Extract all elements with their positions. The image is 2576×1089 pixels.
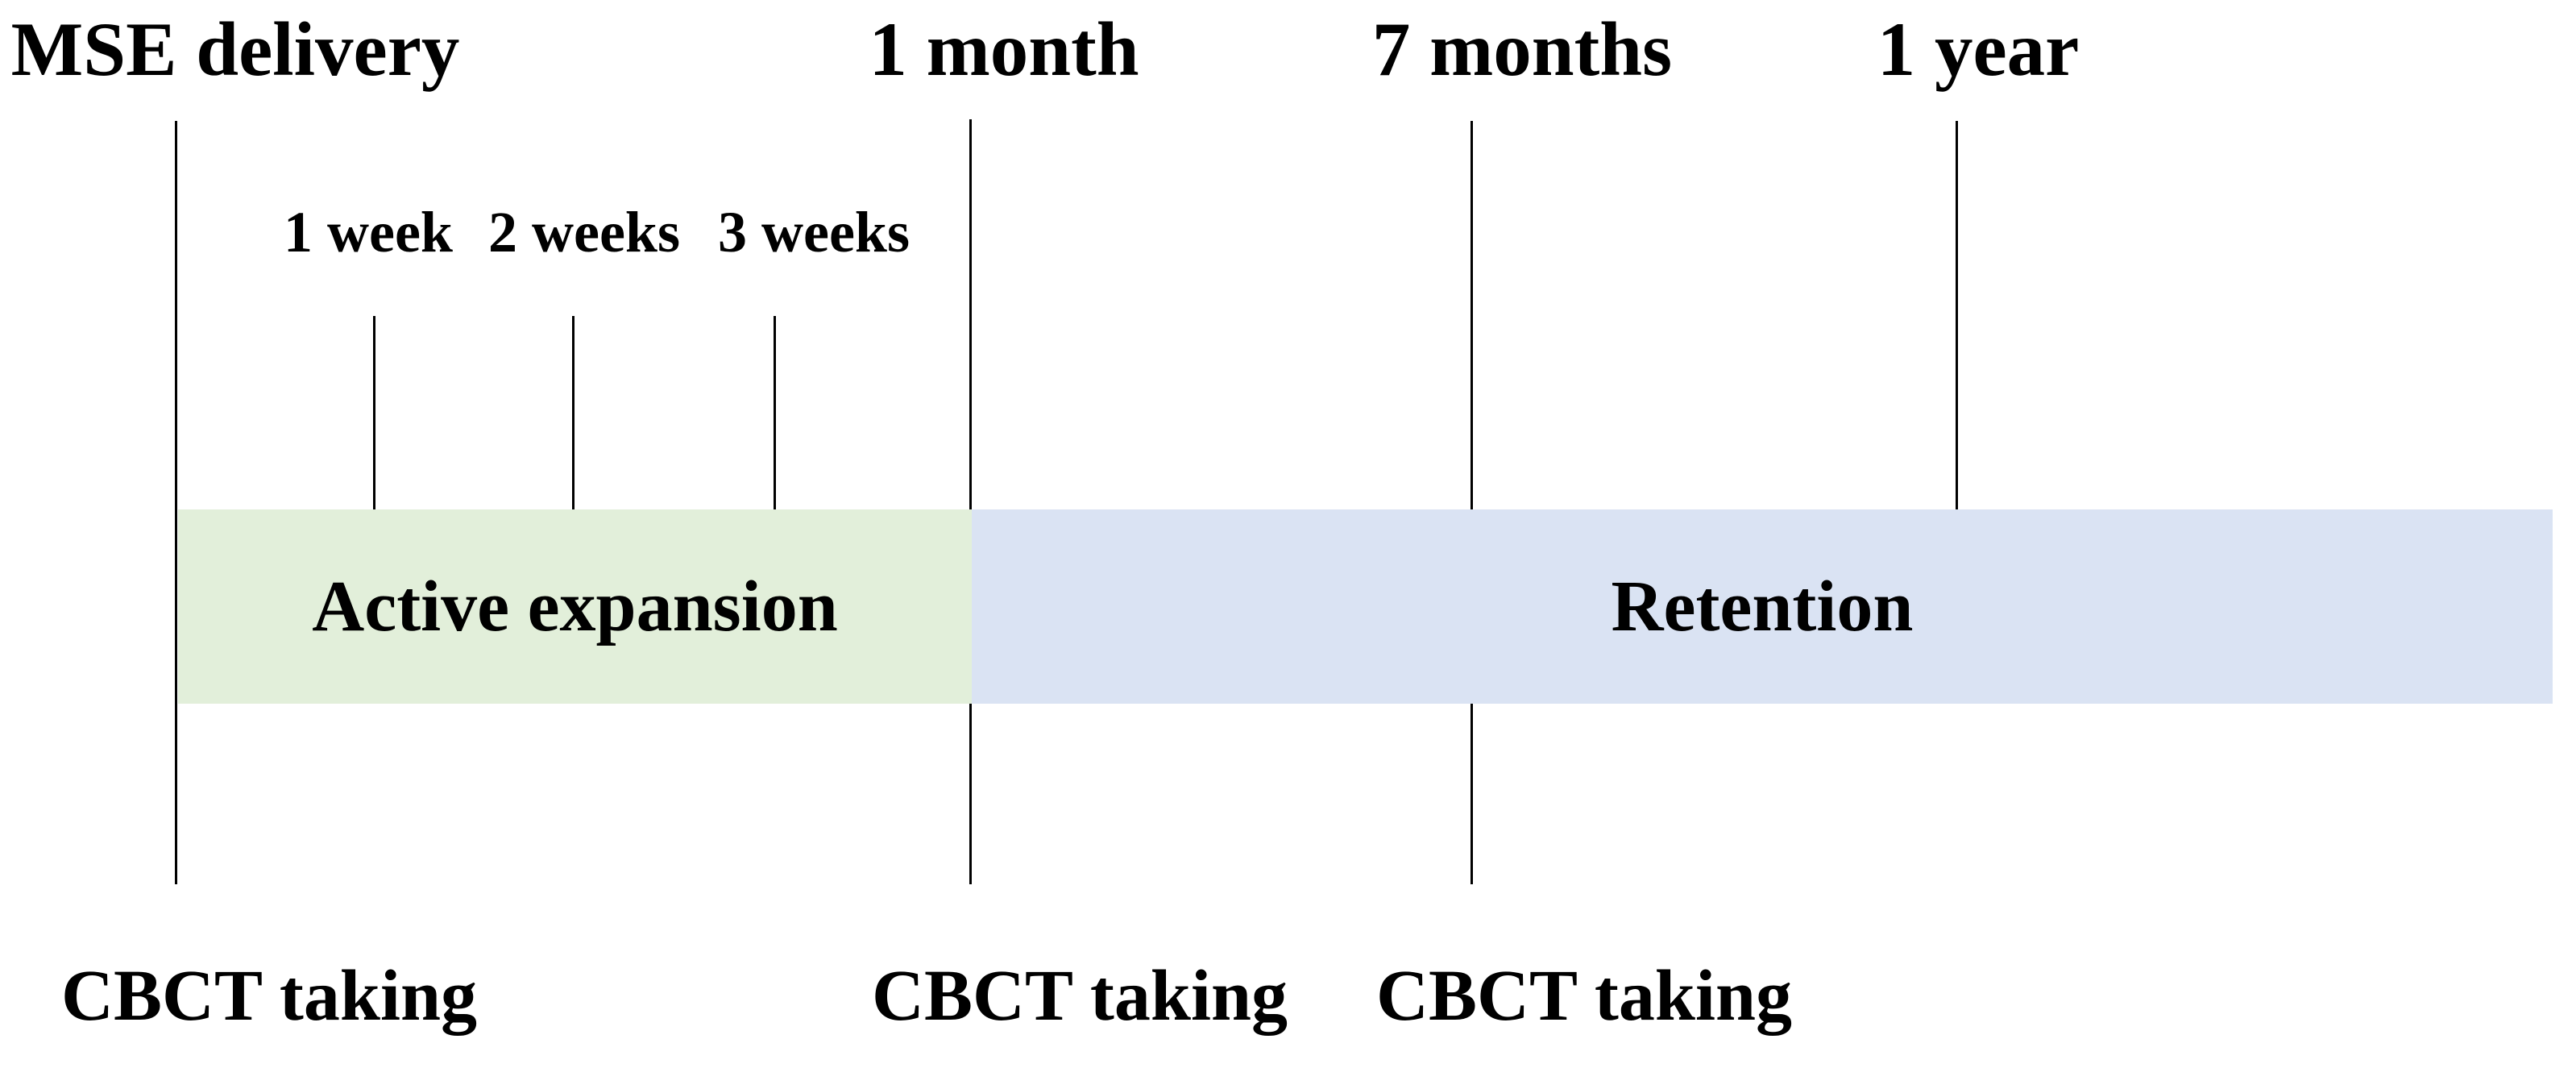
milestone-label-1-month: 1 month xyxy=(869,6,1139,92)
milestone-line-7-months xyxy=(1471,121,1473,884)
bottom-event-label-cbct-taking-1: CBCT taking xyxy=(60,956,478,1036)
bottom-event-label-cbct-taking-3: CBCT taking xyxy=(1375,956,1793,1036)
phase-label-retention: Retention xyxy=(1611,566,1914,646)
phase-bar-retention: Retention xyxy=(972,509,2553,704)
milestone-line-mse-delivery xyxy=(175,121,177,884)
milestone-label-1-year: 1 year xyxy=(1877,6,2080,92)
tick-line-2-weeks xyxy=(572,316,575,509)
tick-line-1-week xyxy=(373,316,375,509)
week-tick-label-3-weeks: 3 weeks xyxy=(718,200,910,264)
week-tick-label-1-week: 1 week xyxy=(284,200,453,264)
week-tick-label-2-weeks: 2 weeks xyxy=(488,200,680,264)
tick-line-3-weeks xyxy=(774,316,776,509)
milestone-line-1-year xyxy=(1956,121,1958,509)
phase-label-active-expansion: Active expansion xyxy=(312,566,838,646)
milestone-label-7-months: 7 months xyxy=(1371,6,1673,92)
milestone-line-1-month xyxy=(969,119,972,884)
phase-bar-active-expansion: Active expansion xyxy=(178,509,972,704)
milestone-label-mse-delivery: MSE delivery xyxy=(10,6,460,92)
bottom-event-label-cbct-taking-2: CBCT taking xyxy=(871,956,1288,1036)
